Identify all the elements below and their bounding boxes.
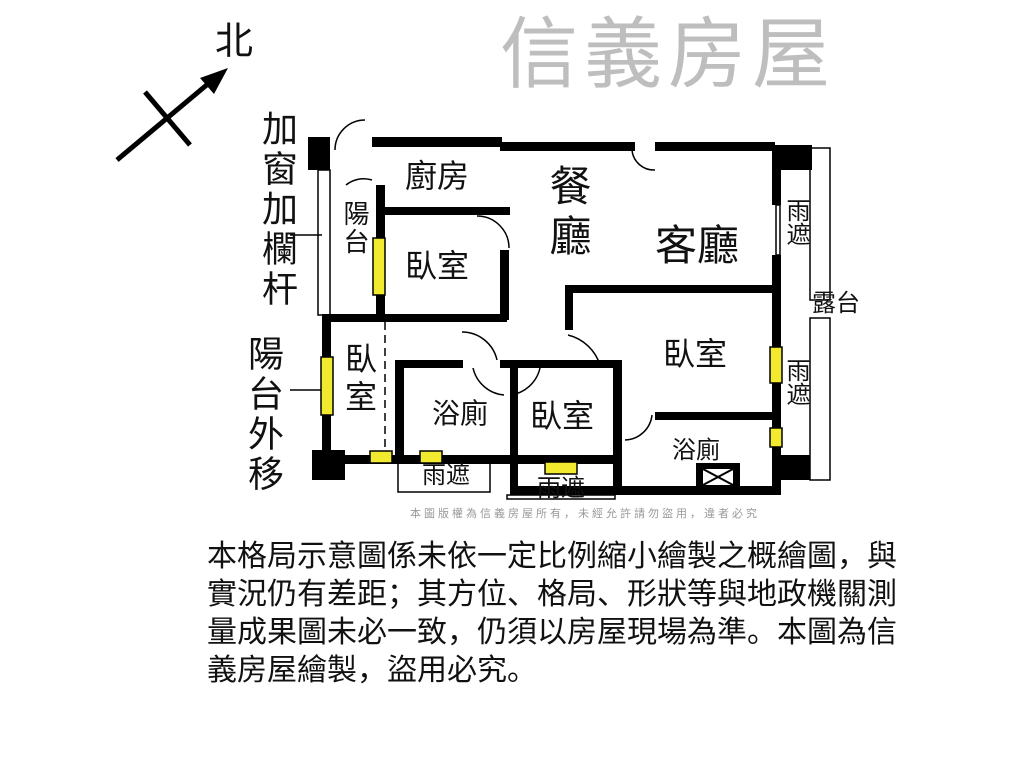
room-bedroom-mid: 臥室 (530, 397, 595, 435)
north-label: 北 (215, 19, 254, 63)
awning-right-top: 雨遮 (782, 198, 810, 246)
room-bath-right: 浴廁 (672, 436, 720, 464)
room-bath-left: 浴廁 (432, 397, 489, 430)
compass (115, 68, 228, 162)
room-bedroom-left: 臥室 (340, 342, 378, 418)
room-kitchen: 廚房 (405, 157, 470, 195)
room-terrace: 露台 (812, 289, 860, 317)
room-living: 客廳 (655, 221, 740, 270)
room-dining: 餐廳 (543, 164, 592, 264)
balcony-move-label: 陽台外移 (242, 335, 283, 495)
awning-bottom-mid: 雨遮 (537, 474, 585, 502)
watermark-brand: 信義房屋 (500, 10, 837, 100)
room-bedroom-small: 臥室 (405, 247, 470, 285)
thin-lines (290, 119, 831, 500)
window-rail-label: 加窗加欄杆 (256, 110, 297, 310)
watermark-notice: 本圖版權為信義房屋所有，未經允許請勿盜用，違者必究 (410, 507, 760, 520)
room-bedroom-master: 臥室 (663, 335, 728, 373)
disclaimer-text: 本格局示意圖係未依一定比例縮小繪製之概繪圖，與實況仍有差距；其方位、格局、形狀等… (207, 539, 897, 688)
windows (320, 237, 783, 475)
awning-bottom-left: 雨遮 (422, 461, 470, 489)
awning-right-bottom: 雨遮 (782, 358, 810, 406)
room-balcony: 陽台 (339, 200, 369, 256)
